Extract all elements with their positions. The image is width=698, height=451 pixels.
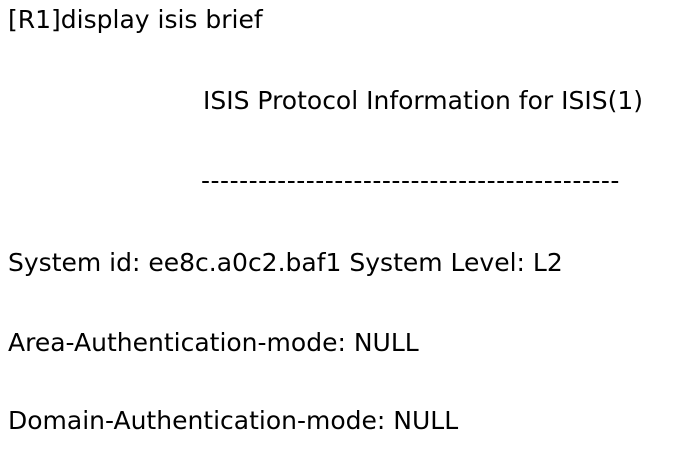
section-title: ISIS Protocol Information for ISIS(1) xyxy=(203,86,644,115)
command-line: [R1]display isis brief xyxy=(8,5,263,34)
system-info-line: System id: ee8c.a0c2.baf1 System Level: … xyxy=(8,248,563,277)
area-auth-line: Area-Authentication-mode: NULL xyxy=(8,328,419,357)
separator-line: ----------------------------------------… xyxy=(201,166,620,195)
domain-auth-line: Domain-Authentication-mode: NULL xyxy=(8,406,459,435)
